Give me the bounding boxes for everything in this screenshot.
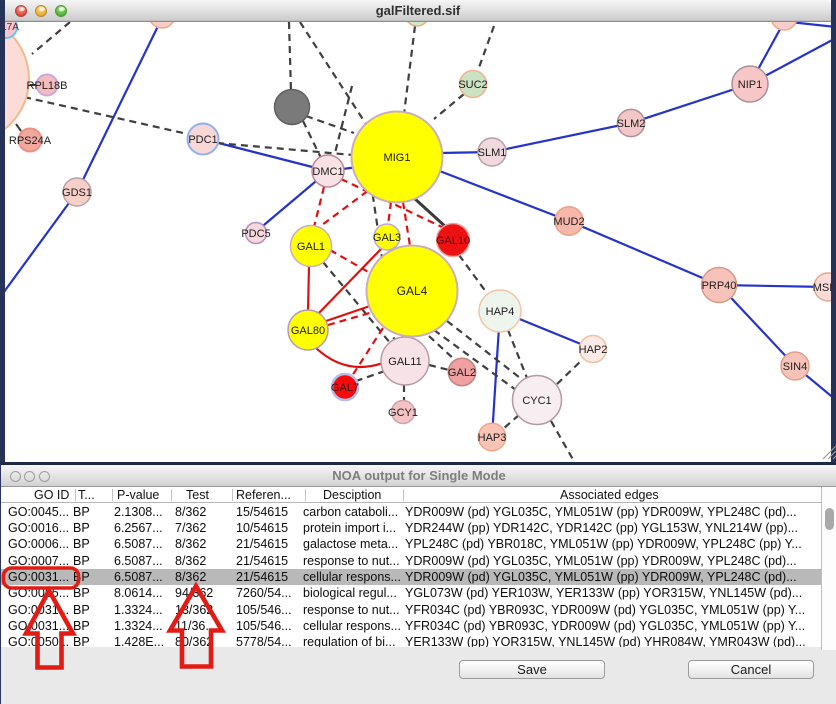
svg-text:PDC1: PDC1: [188, 134, 217, 146]
svg-text:MUD2: MUD2: [553, 216, 584, 228]
svg-text:GAL3: GAL3: [373, 232, 401, 244]
svg-text:GAL10: GAL10: [436, 235, 470, 247]
svg-text:MSN5: MSN5: [813, 282, 836, 294]
svg-text:PDC5: PDC5: [241, 228, 270, 240]
svg-text:HAP4: HAP4: [486, 306, 515, 318]
svg-text:SLM1: SLM1: [478, 147, 507, 159]
svg-text:RPL18B: RPL18B: [27, 80, 68, 92]
svg-text:GAL80: GAL80: [291, 325, 325, 337]
svg-text:MIG1: MIG1: [384, 152, 411, 164]
svg-text:SIN4: SIN4: [783, 361, 807, 373]
svg-text:SLM2: SLM2: [617, 118, 646, 130]
svg-text:GAL4: GAL4: [397, 284, 428, 298]
svg-text:GDS1: GDS1: [62, 187, 92, 199]
svg-text:GAL2: GAL2: [448, 367, 476, 379]
svg-text:HAP2: HAP2: [579, 344, 608, 356]
svg-text:RPS24A: RPS24A: [9, 135, 52, 147]
svg-text:NIP1: NIP1: [738, 79, 762, 91]
svg-text:DMC1: DMC1: [312, 166, 343, 178]
svg-text:CYC1: CYC1: [522, 395, 551, 407]
svg-text:GAL7: GAL7: [331, 382, 359, 394]
svg-text:SUC2: SUC2: [458, 79, 487, 91]
svg-text:GCY1: GCY1: [388, 407, 418, 419]
svg-text:GAL11: GAL11: [388, 356, 421, 368]
svg-text:17A: 17A: [1, 22, 19, 33]
svg-text:GAL1: GAL1: [297, 241, 325, 253]
svg-text:PRP40: PRP40: [702, 280, 737, 292]
svg-text:HAP3: HAP3: [478, 432, 507, 444]
